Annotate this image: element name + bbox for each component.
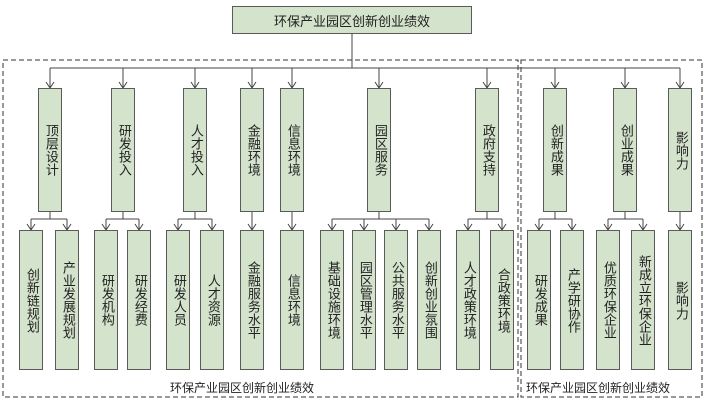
child-node-2-1: 人才资源 bbox=[200, 230, 224, 370]
group-node-3-label: 金融环境 bbox=[244, 124, 260, 176]
group-node-4: 信息环境 bbox=[280, 88, 304, 212]
child-node-8-1: 新成立环保企业 bbox=[631, 230, 655, 370]
child-node-0-0: 创新链规划 bbox=[19, 230, 43, 370]
child-node-2-0: 研发人员 bbox=[166, 230, 190, 370]
child-node-9-0-label: 影响力 bbox=[672, 280, 688, 320]
child-node-9-0: 影响力 bbox=[668, 230, 692, 370]
child-node-0-1: 产业发展规划 bbox=[55, 230, 79, 370]
group-node-1: 研发投入 bbox=[111, 88, 135, 212]
child-node-3-0: 金融服务水平 bbox=[240, 230, 264, 370]
left-frame-caption: 环保产业园区创新创业绩效 bbox=[168, 379, 317, 396]
child-node-5-3: 创新创业氛围 bbox=[417, 230, 441, 370]
child-node-5-0-label: 基础设施环境 bbox=[324, 261, 340, 339]
group-node-7: 创新成果 bbox=[543, 88, 567, 212]
group-node-2-label: 人才投入 bbox=[187, 124, 203, 176]
child-node-1-0: 研发机构 bbox=[94, 230, 118, 370]
child-node-1-1: 研发经费 bbox=[127, 230, 151, 370]
group-node-5: 园区服务 bbox=[367, 88, 391, 212]
group-node-5-label: 园区服务 bbox=[371, 124, 387, 176]
child-node-7-0: 研发成果 bbox=[527, 230, 551, 370]
group-node-2: 人才投入 bbox=[183, 88, 207, 212]
group-node-7-label: 创新成果 bbox=[547, 124, 563, 176]
child-node-6-0-label: 人才政策环境 bbox=[460, 261, 476, 339]
group-node-3: 金融环境 bbox=[240, 88, 264, 212]
child-node-7-0-label: 研发成果 bbox=[531, 274, 547, 326]
root-label: 环保产业园区创新创业绩效 bbox=[273, 14, 430, 30]
right-dashed-frame bbox=[520, 59, 703, 398]
group-node-1-label: 研发投入 bbox=[115, 124, 131, 176]
group-node-8: 创业成果 bbox=[613, 88, 637, 212]
child-node-8-0: 优质环保企业 bbox=[596, 230, 620, 370]
group-node-0: 顶层设计 bbox=[38, 88, 62, 212]
child-node-5-1: 园区管理水平 bbox=[352, 230, 376, 370]
child-node-5-2-label: 公共服务水平 bbox=[388, 261, 404, 339]
child-node-5-2: 公共服务水平 bbox=[384, 230, 408, 370]
group-node-9: 影响力 bbox=[668, 88, 692, 212]
group-node-6-label: 政府支持 bbox=[479, 124, 495, 176]
child-node-4-0: 信息环境 bbox=[280, 230, 304, 370]
child-node-5-3-label: 创新创业氛围 bbox=[421, 261, 437, 339]
child-node-4-0-label: 信息环境 bbox=[284, 274, 300, 326]
child-node-5-1-label: 园区管理水平 bbox=[356, 261, 372, 339]
group-node-9-label: 影响力 bbox=[672, 130, 688, 170]
child-node-7-1: 产学研协作 bbox=[560, 230, 584, 370]
child-node-6-0: 人才政策环境 bbox=[456, 230, 480, 370]
child-node-2-0-label: 研发人员 bbox=[170, 274, 186, 326]
child-node-8-1-label: 新成立环保企业 bbox=[635, 254, 651, 346]
child-node-1-0-label: 研发机构 bbox=[98, 274, 114, 326]
child-node-0-1-label: 产业发展规划 bbox=[59, 261, 75, 339]
child-node-1-1-label: 研发经费 bbox=[131, 274, 147, 326]
root-node: 环保产业园区创新创业绩效 bbox=[232, 6, 472, 34]
child-node-3-0-label: 金融服务水平 bbox=[244, 261, 260, 339]
child-node-8-0-label: 优质环保企业 bbox=[600, 261, 616, 339]
right-frame-caption: 环保产业园区创新创业绩效 bbox=[524, 379, 673, 396]
group-node-4-label: 信息环境 bbox=[284, 124, 300, 176]
left-dashed-frame bbox=[2, 59, 519, 398]
group-node-0-label: 顶层设计 bbox=[42, 124, 58, 176]
child-node-5-0: 基础设施环境 bbox=[320, 230, 344, 370]
child-node-6-1: 合政策环境 bbox=[490, 230, 514, 370]
child-node-7-1-label: 产学研协作 bbox=[564, 267, 580, 333]
child-node-2-1-label: 人才资源 bbox=[204, 274, 220, 326]
group-node-8-label: 创业成果 bbox=[617, 124, 633, 176]
child-node-0-0-label: 创新链规划 bbox=[23, 267, 39, 333]
group-node-6: 政府支持 bbox=[475, 88, 499, 212]
child-node-6-1-label: 合政策环境 bbox=[494, 267, 510, 333]
